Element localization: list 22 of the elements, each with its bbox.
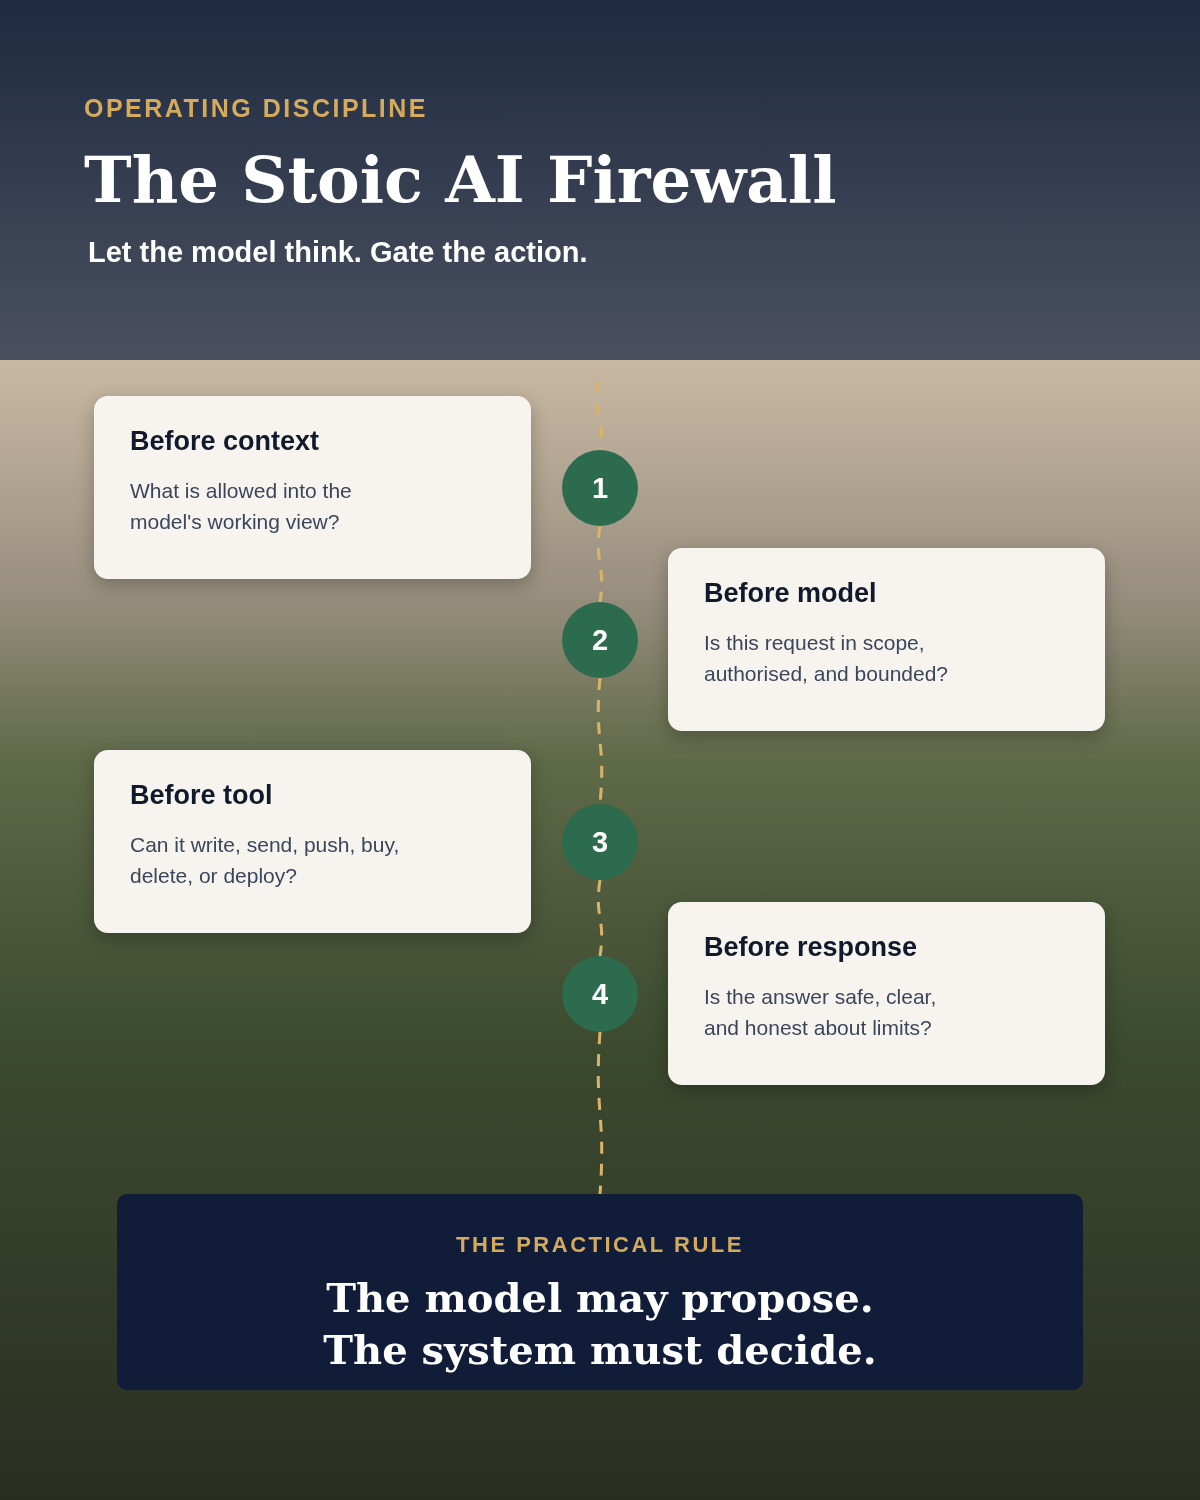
card-heading: Before model (704, 578, 878, 609)
dashed-path (596, 1031, 604, 1195)
rule-panel (117, 1194, 1083, 1390)
dashed-path (595, 381, 603, 451)
rule-text: The model may propose. The system must decide. (322, 1273, 878, 1375)
step-card (94, 750, 531, 933)
panel-kicker: THE PRACTICAL RULE (456, 1232, 744, 1258)
card-heading: Before response (704, 932, 919, 963)
dashed-path (596, 525, 604, 603)
step-card (668, 548, 1105, 731)
card-heading: Before context (130, 426, 321, 457)
card-text: What is allowed into the model's working view? (130, 478, 353, 535)
step-card (668, 902, 1105, 1085)
dashed-path (596, 879, 604, 957)
title: The Stoic AI Firewall (84, 142, 837, 217)
card-text: Is the answer safe, clear, and honest about limits? (704, 984, 938, 1041)
kicker-text: OPERATING DISCIPLINE (84, 94, 428, 123)
subtitle: Let the model think. Gate the action. (88, 236, 588, 269)
card-heading: Before tool (130, 780, 274, 811)
card-text: Can it write, send, push, buy, delete, or deploy? (130, 832, 400, 889)
card-text: Is this request in scope, authorised, and bounded? (704, 630, 950, 687)
step-card (94, 396, 531, 579)
